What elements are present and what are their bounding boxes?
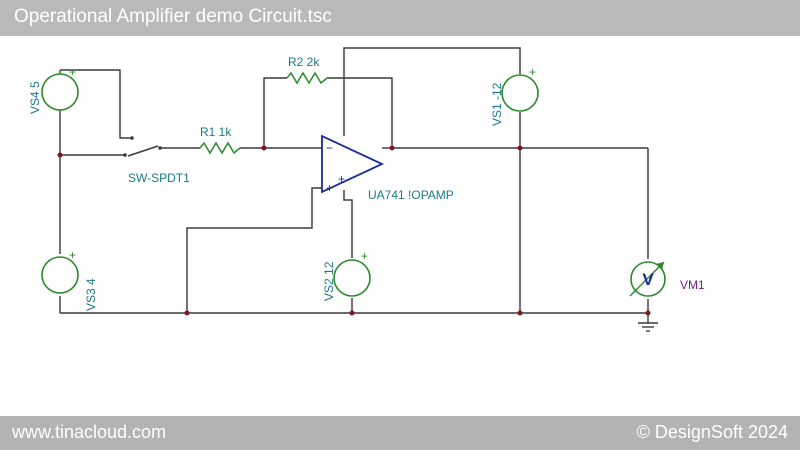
- vs2-plus-sign: +: [361, 249, 368, 263]
- opamp-plus-sign: +: [326, 181, 333, 195]
- opamp-ua741[interactable]: − + + UA741 !OPAMP: [321, 134, 454, 202]
- vs1-plus-sign: +: [529, 65, 536, 79]
- r1-label: R1 1k: [200, 125, 232, 139]
- wires: [59, 47, 658, 332]
- opamp-label: UA741 !OPAMP: [368, 188, 454, 202]
- voltage-source-vs1[interactable]: + VS1 -12: [490, 65, 539, 126]
- junction-dots: [57, 145, 651, 316]
- vs2-label: VS2 12: [322, 261, 336, 301]
- voltmeter-vm1[interactable]: V VM1: [629, 261, 705, 297]
- vs1-label: VS1 -12: [490, 82, 504, 126]
- opamp-minus-sign: −: [326, 141, 333, 155]
- vs3-label: VS3 4: [84, 278, 98, 311]
- voltage-source-vs4[interactable]: + VS4 5: [28, 65, 79, 114]
- window-title: Operational Amplifier demo Circuit.tsc: [14, 6, 332, 27]
- vs3-plus-sign: +: [69, 248, 76, 262]
- vs4-plus-sign: +: [69, 65, 76, 79]
- switch-label: SW-SPDT1: [128, 171, 190, 185]
- vs4-label: VS4 5: [28, 81, 42, 114]
- resistor-r1[interactable]: R1 1k: [199, 125, 241, 155]
- r2-label: R2 2k: [288, 55, 320, 69]
- footer-copyright: © DesignSoft 2024: [636, 422, 788, 442]
- voltmeter-symbol: V: [642, 270, 654, 289]
- resistor-r2[interactable]: R2 2k: [286, 55, 328, 85]
- footer-bar: www.tinacloud.com © DesignSoft 2024: [0, 416, 800, 450]
- schematic-canvas[interactable]: + VS4 5 + VS3 4 + VS2 12 + VS1 -12 SW-SP…: [0, 36, 800, 416]
- voltmeter-label: VM1: [680, 278, 705, 292]
- opamp-plus-sign-inner: +: [338, 172, 345, 186]
- footer-website[interactable]: www.tinacloud.com: [12, 422, 167, 442]
- switch-spdt[interactable]: SW-SPDT1: [123, 136, 190, 185]
- voltage-source-vs3[interactable]: + VS3 4: [41, 248, 98, 311]
- title-bar: Operational Amplifier demo Circuit.tsc: [0, 0, 800, 36]
- voltage-source-vs2[interactable]: + VS2 12: [322, 249, 371, 301]
